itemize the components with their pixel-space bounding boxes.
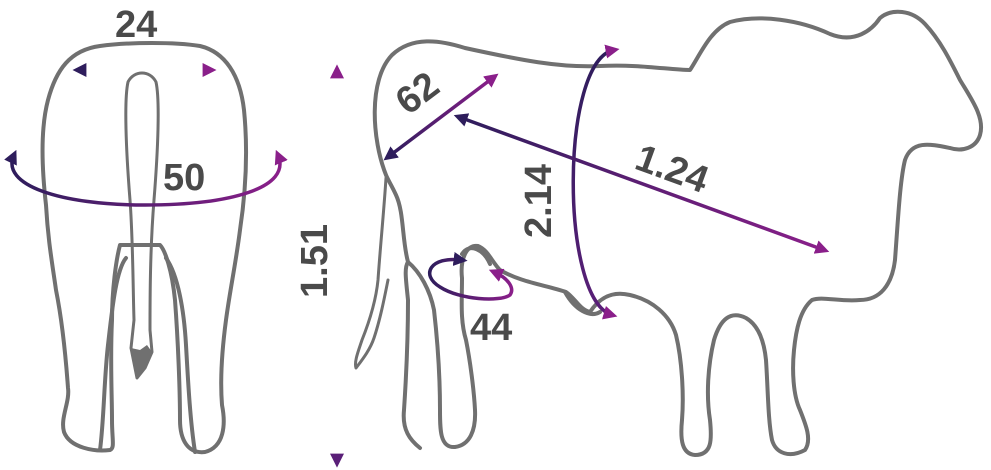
leg-girth-label: 44 [470,307,512,349]
rear-body-outline [40,41,249,455]
body-length-label: 1.24 [630,137,714,202]
rear-left-leg-inner [98,256,128,452]
shoulder-label: 62 [388,64,447,123]
rear-width-label: 24 [115,4,157,46]
leg-girth-arrow [427,252,514,301]
rear-view: 24 50 [4,4,288,455]
body-length-arrow [453,113,830,254]
rear-girth-label: 50 [163,157,205,199]
side-body-outline [372,9,984,457]
chest-girth-arrow [571,44,620,320]
flank-line [563,290,602,316]
side-view: 62 2.14 1.24 44 [354,9,984,457]
height-measure: 1.51 [294,64,344,468]
tail-outline [124,71,160,380]
shoulder-arrow [383,73,499,161]
rear-right-leg-inner [164,256,197,454]
front-leg-inner [401,260,422,450]
rear-girth-arrow [4,149,288,207]
chest-girth-label: 2.14 [518,164,560,238]
side-tail [354,176,390,370]
height-label: 1.51 [294,224,336,298]
tail-switch [131,345,152,378]
